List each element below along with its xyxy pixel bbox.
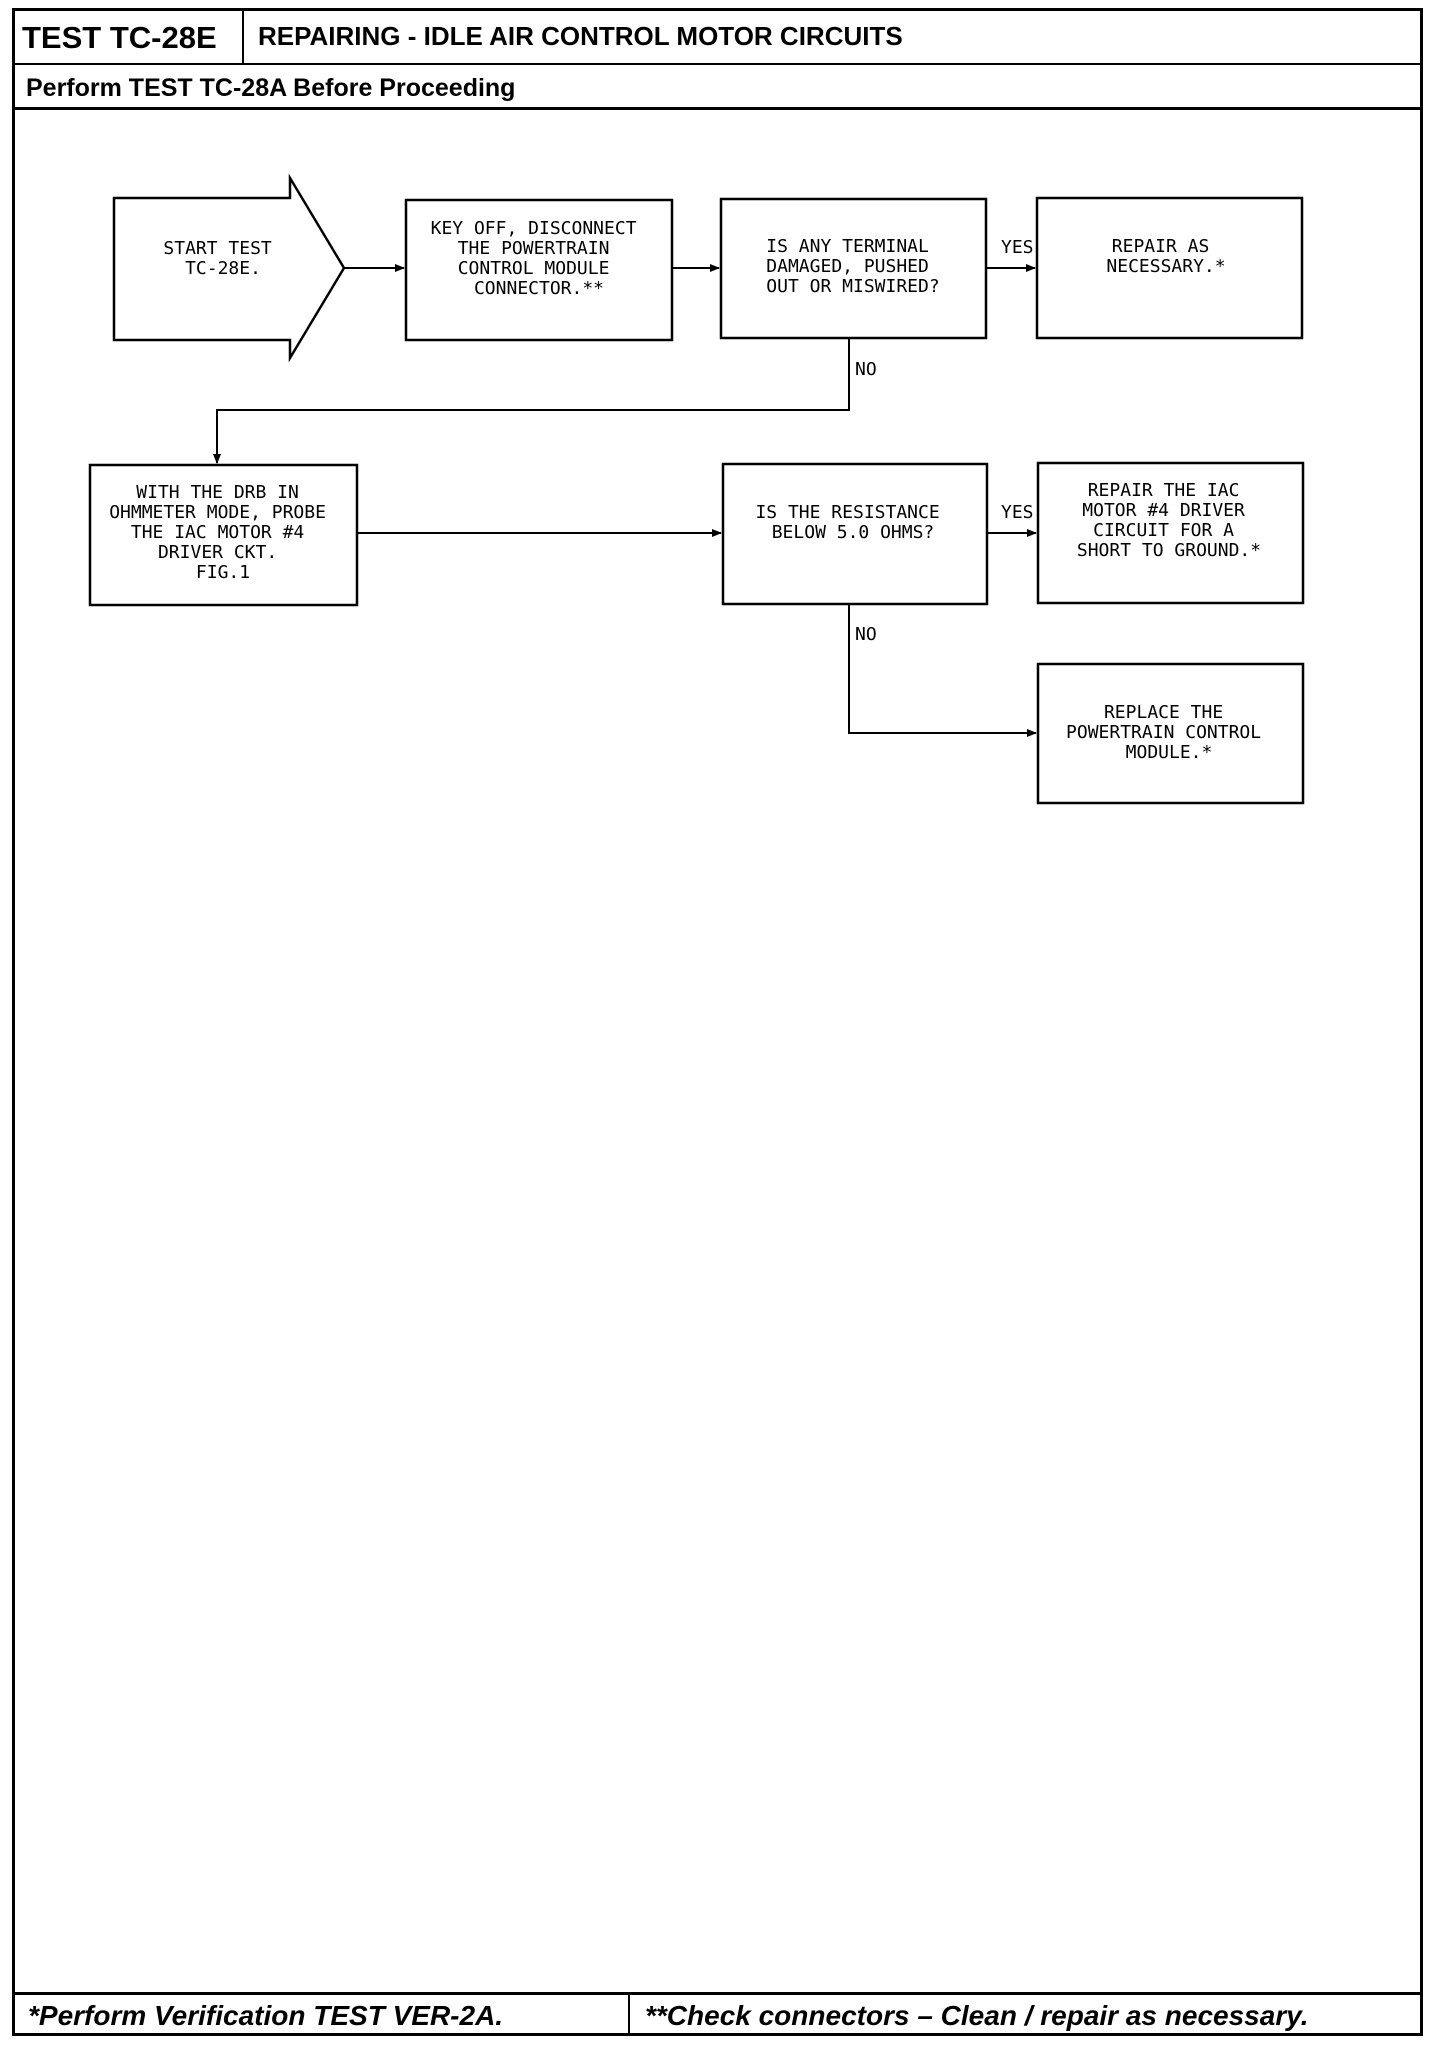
footer-note-verification: *Perform Verification TEST VER-2A. xyxy=(28,2000,504,2031)
result3-text: REPLACE THE POWERTRAIN CONTROL MODULE.* xyxy=(1066,702,1272,763)
question1-text: IS ANY TERMINAL DAMAGED, PUSHED OUT OR M… xyxy=(766,236,939,297)
footer-divider xyxy=(628,1992,630,2036)
footer xyxy=(12,1992,1423,2036)
no-label-1: NO xyxy=(855,359,877,380)
connector-question2-no xyxy=(848,604,1037,737)
test-id: TEST TC-28E xyxy=(15,11,244,65)
result2-text: REPAIR THE IAC MOTOR #4 DRIVER CIRCUIT F… xyxy=(1077,480,1261,561)
result2-box xyxy=(1036,461,1305,605)
result3-box xyxy=(1036,662,1305,805)
page-subtitle: Perform TEST TC-28A Before Proceeding xyxy=(26,74,516,102)
yes-label-1: YES xyxy=(1001,237,1034,258)
yes-label-2: YES xyxy=(1001,502,1034,523)
page-title: REPAIRING - IDLE AIR CONTROL MOTOR CIRCU… xyxy=(258,21,903,51)
connector-question1-no xyxy=(213,338,850,464)
start-text: START TEST TC-28E. xyxy=(163,238,282,279)
page-frame xyxy=(12,8,1423,2036)
step1-text: KEY OFF, DISCONNECT THE POWERTRAIN CONTR… xyxy=(431,218,648,299)
footer-note-connectors: **Check connectors – Clean / repair as n… xyxy=(645,2000,1309,2031)
question2-text: IS THE RESISTANCE BELOW 5.0 OHMS? xyxy=(755,502,950,543)
header-row xyxy=(12,8,1423,65)
step1-box xyxy=(404,198,674,342)
step2-box xyxy=(88,463,359,607)
subheader-row xyxy=(12,65,1423,110)
result1-box xyxy=(1035,196,1304,340)
step2-text: WITH THE DRB IN OHMMETER MODE, PROBE THE… xyxy=(109,482,337,583)
start-arrow-shape xyxy=(112,173,346,363)
no-label-2: NO xyxy=(855,624,877,645)
result1-text: REPAIR AS NECESSARY.* xyxy=(1106,236,1225,277)
